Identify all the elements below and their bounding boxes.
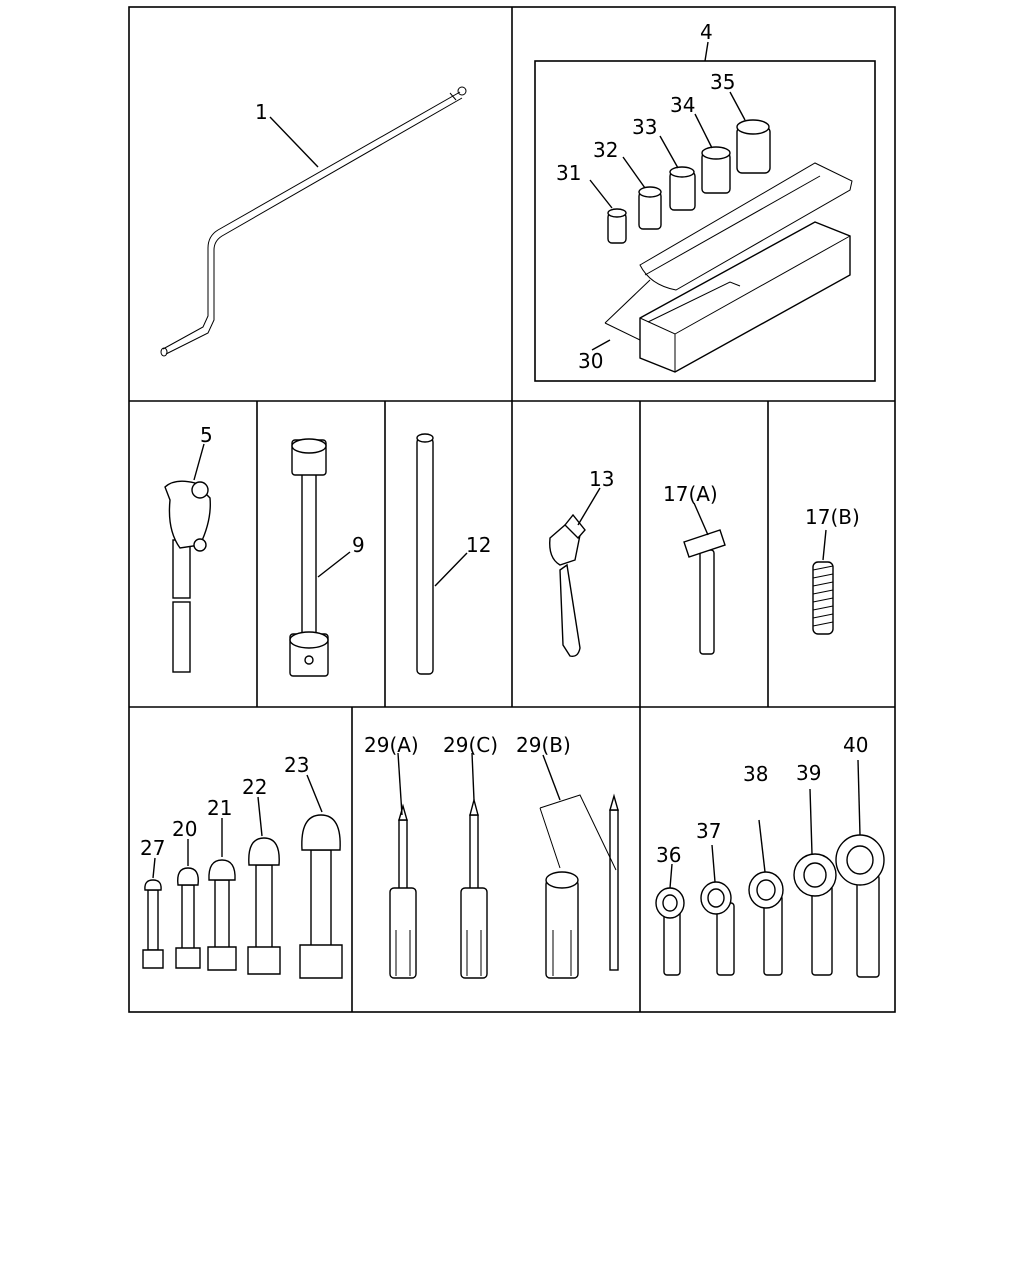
leader-40 [857, 759, 861, 836]
leader-4 [704, 41, 709, 62]
callout-38: 38 [743, 762, 768, 786]
part-9-box-wrench [289, 438, 329, 677]
callout-21: 21 [207, 796, 232, 820]
part-38-ring-wrench [748, 871, 784, 976]
callout-17b: 17(B) [805, 505, 860, 529]
part-20-spanner [175, 867, 201, 969]
part-23-spanner [299, 814, 343, 979]
callout-27: 27 [140, 836, 165, 860]
callout-37: 37 [696, 819, 721, 843]
callout-34: 34 [670, 93, 695, 117]
leader-27 [152, 857, 156, 879]
leader-29b [542, 754, 561, 801]
callout-13: 13 [589, 467, 614, 491]
leader-23 [306, 774, 323, 813]
leader-29a [397, 752, 403, 816]
callout-32: 32 [593, 138, 618, 162]
leader-35 [729, 91, 746, 121]
part-21-spanner [207, 859, 237, 971]
callout-39: 39 [796, 761, 821, 785]
part-37-ring-wrench [700, 881, 735, 976]
part-17b-spring [812, 561, 834, 635]
leader-36 [669, 863, 673, 889]
callout-35: 35 [710, 70, 735, 94]
leader-17b [822, 529, 827, 561]
part-22-spanner [247, 837, 281, 975]
part-29a-screwdriver [389, 803, 417, 979]
part-17a-hammer [683, 529, 726, 655]
callout-12: 12 [466, 533, 491, 557]
leader-29c [471, 752, 475, 801]
leader-12 [434, 552, 468, 587]
callout-36: 36 [656, 843, 681, 867]
callout-29a: 29(A) [364, 733, 419, 757]
callout-29c: 29(C) [443, 733, 498, 757]
part-5-wrench [164, 480, 211, 673]
part-1-crank-handle [160, 86, 467, 357]
part-29b-screwdriver-set [539, 793, 619, 979]
diagram-frame [128, 6, 896, 1013]
part-32-socket [638, 186, 662, 230]
leader-32 [622, 156, 646, 189]
leader-1 [269, 116, 319, 168]
part-12-bar [416, 433, 434, 675]
callout-22: 22 [242, 775, 267, 799]
leader-34 [694, 113, 713, 149]
callout-31: 31 [556, 161, 581, 185]
leader-31 [589, 179, 613, 209]
callout-23: 23 [284, 753, 309, 777]
leader-37 [711, 844, 716, 883]
part-39-ring-wrench [793, 853, 837, 976]
part-30-socket-case [639, 162, 853, 373]
part-27-spanner [142, 879, 164, 969]
part-34-socket [701, 146, 731, 194]
leader-13 [577, 487, 601, 526]
callout-40: 40 [843, 733, 868, 757]
leader-39 [809, 788, 813, 855]
part-29c-screwdriver [460, 797, 488, 979]
callout-29b: 29(B) [516, 733, 571, 757]
leader-38 [758, 819, 766, 873]
leader-22 [257, 796, 263, 837]
part-31-socket [607, 208, 627, 244]
leader-9 [317, 551, 351, 578]
leader-30 [591, 339, 611, 351]
leader-17a [693, 502, 709, 536]
part-35-socket [736, 119, 771, 174]
callout-20: 20 [172, 817, 197, 841]
callout-5: 5 [200, 423, 213, 447]
leader-5 [193, 443, 205, 481]
callout-30: 30 [578, 349, 603, 373]
part-33-socket [669, 166, 696, 211]
part-13-adjustable-wrench [549, 513, 586, 658]
part-40-ring-wrench [835, 834, 885, 978]
leader-33 [659, 135, 679, 169]
leader-30-bracket [604, 279, 651, 341]
callout-4: 4 [700, 20, 713, 44]
callout-17a: 17(A) [663, 482, 718, 506]
callout-33: 33 [632, 115, 657, 139]
callout-1: 1 [255, 100, 268, 124]
callout-9: 9 [352, 533, 365, 557]
part-36-ring-wrench [655, 887, 685, 976]
